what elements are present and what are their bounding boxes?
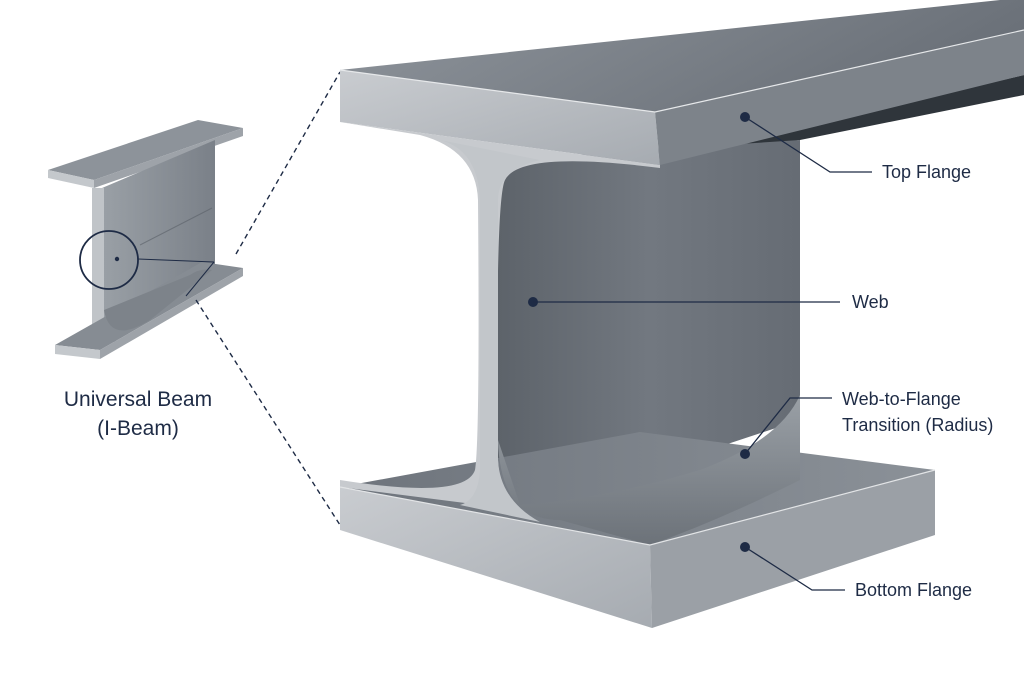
leader-web bbox=[528, 297, 840, 307]
label-top-flange: Top Flange bbox=[882, 162, 971, 182]
zoom-pointer-line bbox=[137, 258, 215, 263]
overview-beam bbox=[48, 120, 243, 359]
caption-line2: (I-Beam) bbox=[97, 417, 179, 440]
label-transition-line2: Transition (Radius) bbox=[842, 415, 993, 435]
leader-top-flange bbox=[740, 112, 872, 173]
label-transition-line1: Web-to-Flange bbox=[842, 389, 961, 409]
caption-line1: Universal Beam bbox=[64, 388, 212, 411]
label-bottom-flange: Bottom Flange bbox=[855, 580, 972, 600]
overview-top-flange bbox=[48, 120, 243, 180]
zoom-circle bbox=[79, 230, 139, 290]
detail-cross-section bbox=[340, 122, 660, 510]
zoom-line-bottom bbox=[195, 299, 341, 526]
detail-top-flange-front bbox=[340, 70, 660, 165]
detail-fillet bbox=[498, 395, 800, 545]
leader-transition bbox=[740, 397, 832, 459]
detail-bottom-flange-front bbox=[340, 487, 652, 628]
leader-bottom-flange bbox=[740, 542, 845, 591]
label-web: Web bbox=[852, 292, 889, 312]
zoom-line-top bbox=[235, 71, 341, 255]
detail-beam bbox=[339, 0, 1024, 628]
detail-web-face bbox=[498, 140, 800, 520]
